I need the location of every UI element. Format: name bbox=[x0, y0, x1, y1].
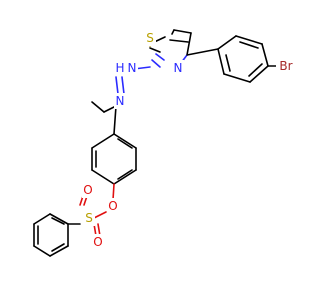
hydrazine-h-label: H bbox=[115, 61, 124, 75]
bromine-label: Br bbox=[279, 59, 292, 73]
thiazole-nitrogen-label: N bbox=[174, 61, 183, 75]
molecule-structure: S N N H N Br O S O O bbox=[33, 29, 296, 257]
phenylene-ring bbox=[91, 105, 137, 185]
atom-labels: S N N H N Br O S O O bbox=[82, 30, 296, 250]
sulfonyl-oxygen-bottom-label: O bbox=[93, 235, 102, 249]
thiazole-sulfur-label: S bbox=[146, 31, 154, 45]
sulfonyl-sulfur-label: S bbox=[85, 211, 93, 225]
thiazole-ring bbox=[149, 29, 192, 68]
sulfonyl-oxygen-top-label: O bbox=[83, 183, 92, 197]
hydrazine-nh-label: N bbox=[128, 61, 137, 75]
benzene-ring bbox=[33, 213, 69, 257]
bromophenyl-ring bbox=[186, 35, 279, 83]
ester-oxygen-label: O bbox=[108, 199, 117, 213]
hydrazone-nitrogen-label: N bbox=[116, 94, 125, 108]
